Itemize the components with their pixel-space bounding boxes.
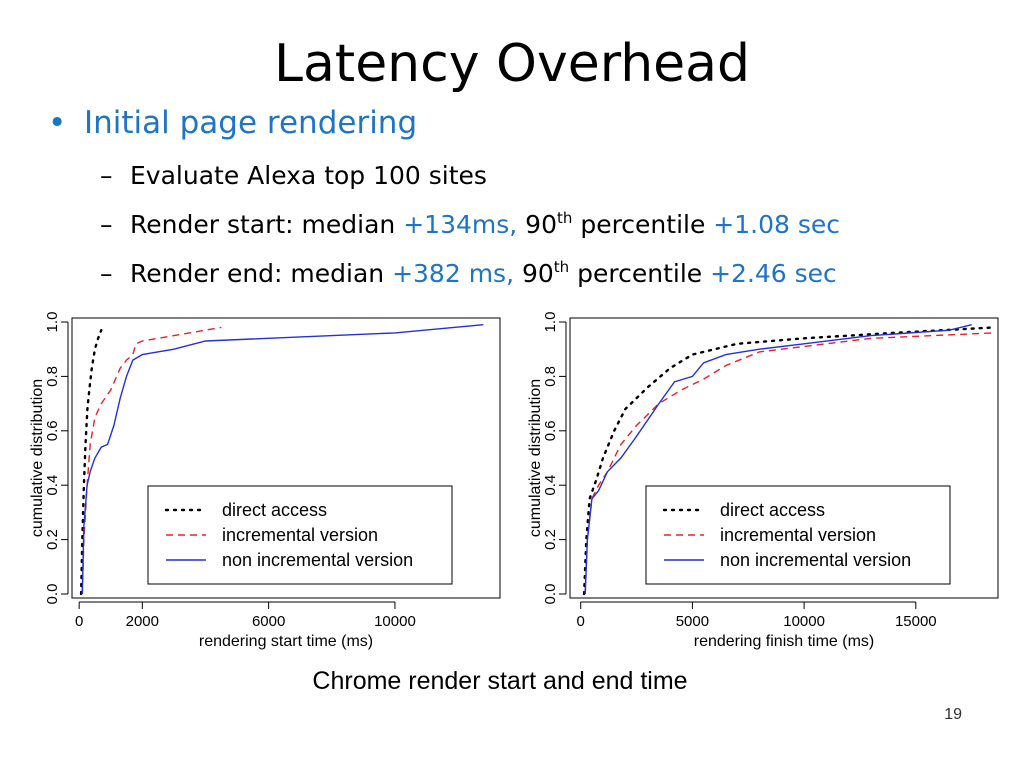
y-tick-label: 1.0: [542, 312, 559, 333]
sub-bullet-text: Render start: median +134ms, 90th percen…: [130, 210, 840, 239]
series-line-incremental-version: [81, 326, 222, 595]
legend: direct access incremental version non incr…: [147, 485, 453, 585]
slide-title: Latency Overhead: [273, 34, 751, 94]
legend-label: incremental version: [720, 525, 876, 545]
legend-box: [147, 485, 453, 585]
sub-bullet-part: Render end: median: [130, 259, 393, 288]
sub-bullet-part: +2.46 sec: [710, 259, 837, 288]
legend-label: incremental version: [222, 525, 378, 545]
sub-bullet-text: Render end: median +382 ms, 90th percent…: [130, 259, 837, 288]
x-tick-label: 0: [577, 613, 585, 630]
y-axis-label: cumulative distribution: [29, 379, 46, 537]
legend-label: direct access: [222, 500, 327, 520]
bullet-dot-icon: •: [48, 105, 67, 141]
sub-bullet-part: percentile: [569, 259, 711, 288]
x-tick-label: 10000: [374, 613, 416, 630]
sub-bullet-1: –Evaluate Alexa top 100 sites: [100, 160, 487, 192]
sub-bullet-text: Evaluate Alexa top 100 sites: [130, 161, 487, 190]
render-start-cdf-plot: 0.0 0.2 0.4 0.6 0.8 1.0 0 2000 6000 10000renderin…: [29, 312, 501, 650]
bullet-item: • Initial page rendering: [48, 103, 417, 143]
legend: direct access incremental version non incr…: [645, 485, 951, 585]
y-tick-label: 0.0: [542, 584, 559, 605]
render-finish-cdf-plot: 0.0 0.2 0.4 0.6 0.8 1.0 0 5000 10000 15000 renderi…: [527, 312, 999, 650]
series-line-non-incremental-version: [584, 324, 972, 595]
dash-icon: –: [100, 161, 113, 190]
x-axis-label: rendering finish time (ms): [694, 633, 875, 650]
sub-bullet-part: Render start: median: [130, 210, 404, 239]
sub-bullet-2: –Render start: median +134ms, 90th perce…: [100, 209, 840, 241]
x-tick-label: 10000: [783, 613, 825, 630]
y-tick-label: 0.6: [542, 420, 559, 441]
y-tick-label: 0.6: [44, 420, 61, 441]
sub-bullet-part: percentile: [572, 210, 714, 239]
sub-bullet-part: +134ms,: [403, 210, 518, 239]
series-line-non-incremental-version: [81, 324, 484, 595]
figure-caption: Chrome render start and end time: [312, 667, 688, 695]
series-line-incremental-version: [584, 332, 995, 595]
y-tick-label: 0.2: [542, 529, 559, 550]
superscript: th: [553, 258, 570, 276]
sub-bullet-part: +382 ms,: [392, 259, 515, 288]
chart-render-finish: 0.0 0.2 0.4 0.6 0.8 1.0 0 5000 10000 15000 renderi…: [522, 308, 1002, 656]
y-axis-label: cumulative distribution: [527, 379, 544, 537]
x-tick-label: 6000: [252, 613, 285, 630]
y-tick-label: 0.4: [542, 475, 559, 496]
x-tick-label: 5000: [676, 613, 709, 630]
x-axis-label: rendering start time (ms): [199, 633, 373, 650]
sub-bullet-3: –Render end: median +382 ms, 90th percen…: [100, 258, 837, 290]
plot-frame: [71, 317, 501, 599]
legend-label: non incremental version: [720, 550, 911, 570]
dash-icon: –: [100, 210, 113, 239]
y-tick-label: 0.8: [44, 366, 61, 387]
sub-bullet-part: +1.08 sec: [713, 210, 841, 239]
sub-bullet-part: Evaluate Alexa top 100 sites: [130, 161, 487, 190]
bullet-list: •Initial page rendering –Evaluate Alexa …: [0, 0, 1024, 300]
bullet-text: Initial page rendering: [84, 105, 418, 141]
series-line-direct-access: [582, 326, 996, 596]
superscript: th: [556, 209, 573, 227]
y-tick-label: 1.0: [44, 312, 61, 333]
legend-label: non incremental version: [222, 550, 413, 570]
y-tick-label: 0.0: [44, 584, 61, 605]
series-line-direct-access: [79, 329, 103, 596]
page-number: 19: [944, 706, 962, 723]
sub-bullet-part: 90: [514, 259, 554, 288]
legend-label: direct access: [720, 500, 825, 520]
plot-frame: [569, 317, 999, 599]
y-tick-label: 0.8: [542, 366, 559, 387]
x-tick-label: 2000: [126, 613, 159, 630]
legend-box: [645, 485, 951, 585]
x-tick-label: 15000: [895, 613, 937, 630]
dash-icon: –: [100, 259, 113, 288]
sub-bullet-part: 90: [517, 210, 557, 239]
x-tick-label: 0: [75, 613, 83, 630]
y-tick-label: 0.4: [44, 475, 61, 496]
y-tick-label: 0.2: [44, 529, 61, 550]
